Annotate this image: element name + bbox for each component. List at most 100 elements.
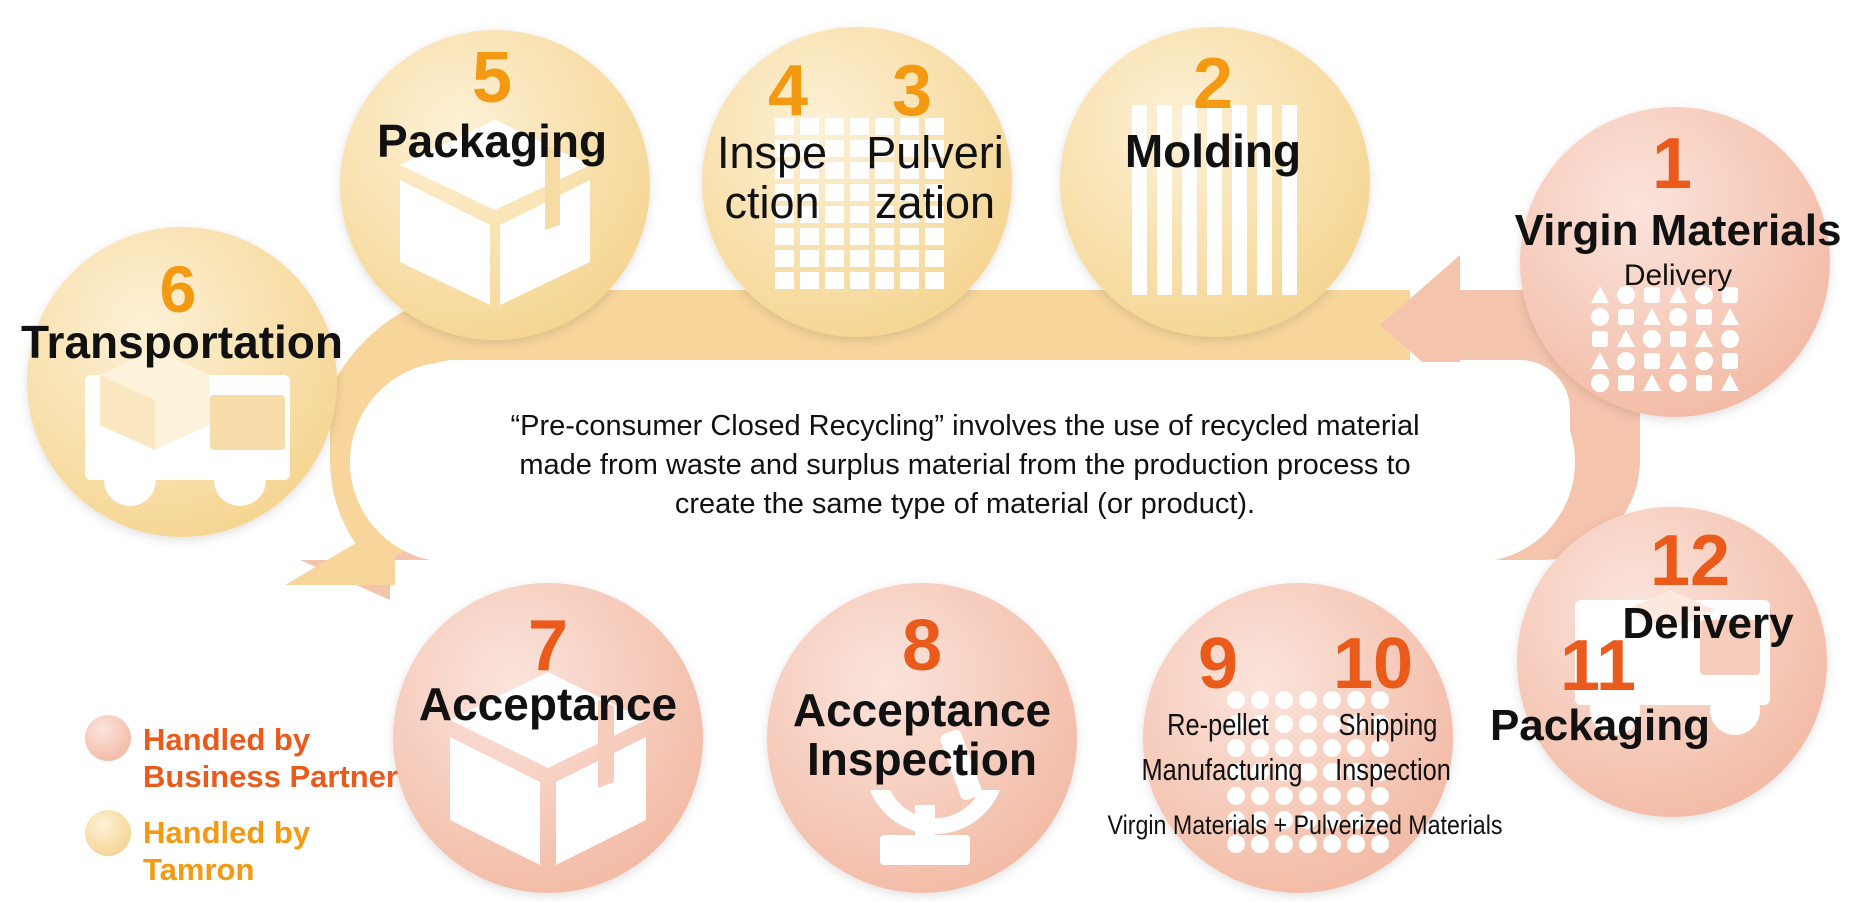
molding-bar <box>1207 105 1222 295</box>
legend-tamron-swatch <box>85 810 131 856</box>
description-panel <box>350 362 1575 562</box>
grid-cell <box>825 228 844 245</box>
pellet-dot <box>1323 739 1341 757</box>
step-11-number: 11 <box>1560 626 1636 706</box>
pellet-circle <box>1695 286 1713 304</box>
grid-cell <box>850 206 869 223</box>
pellet-triangle <box>1591 352 1609 369</box>
pellet-square <box>1670 331 1686 347</box>
grid-cell <box>775 250 794 267</box>
grid-cell <box>900 184 919 201</box>
pellet-dot <box>1347 835 1365 853</box>
description-line-1: “Pre-consumer Closed Recycling” involves… <box>510 410 1419 442</box>
grid-cell <box>850 162 869 179</box>
box-icon-2 <box>450 672 646 865</box>
pellet-triangle <box>1721 374 1739 391</box>
pellet-square <box>1618 375 1634 391</box>
pellet-dot <box>1275 691 1293 709</box>
pellet-triangle <box>1669 352 1687 369</box>
step-9-line-1: Re-pellet <box>1167 708 1269 743</box>
pellet-dot <box>1299 763 1317 781</box>
pellet-dot <box>1251 811 1269 829</box>
pellet-circle <box>1721 330 1739 348</box>
grid-cell <box>825 162 844 179</box>
step-5-title: Packaging <box>377 115 607 167</box>
grid-cell <box>775 184 794 201</box>
pellet-square <box>1644 353 1660 369</box>
pellet-dot <box>1323 763 1341 781</box>
legend-tamron-line-2: Tamron <box>143 852 254 887</box>
pellet-dot <box>1347 715 1365 733</box>
grid-cell <box>925 228 944 245</box>
pellet-square <box>1618 309 1634 325</box>
pellet-dot <box>1251 835 1269 853</box>
step-11-title: Packaging <box>1490 701 1710 750</box>
pellet-dot <box>1347 739 1365 757</box>
step-8-number: 8 <box>902 606 942 686</box>
grid-cell <box>775 206 794 223</box>
step-1-subtitle: Delivery <box>1624 259 1732 292</box>
pellet-dot <box>1371 691 1389 709</box>
grid-cell <box>925 118 944 135</box>
pellet-dot <box>1371 715 1389 733</box>
grid-cell <box>825 272 844 289</box>
pellet-dot <box>1371 787 1389 805</box>
pellet-dot <box>1251 715 1269 733</box>
pellet-square <box>1696 375 1712 391</box>
step-4-3: 4 3 Inspe ction Pulveri zation <box>702 27 1012 337</box>
grid-cell <box>800 228 819 245</box>
step-3-line-1: Pulveri <box>866 127 1004 178</box>
pellet-dot <box>1275 715 1293 733</box>
pellet-square <box>1592 331 1608 347</box>
pellet-dot <box>1227 691 1245 709</box>
grid-cell <box>850 118 869 135</box>
grid-cell <box>875 272 894 289</box>
pellet-dot <box>1227 715 1245 733</box>
grid-cell <box>925 272 944 289</box>
pellet-circle <box>1617 286 1635 304</box>
step-8-line-1: Acceptance <box>793 684 1051 736</box>
pellet-dot <box>1299 739 1317 757</box>
grid-cell <box>850 184 869 201</box>
step-9-number: 9 <box>1198 624 1238 704</box>
molding-bar <box>1132 105 1147 295</box>
grid-cell <box>800 272 819 289</box>
pellet-circle <box>1669 308 1687 326</box>
grid-cell <box>875 206 894 223</box>
molding-bar <box>1232 105 1247 295</box>
grid-cell <box>850 140 869 157</box>
truck-icon <box>85 350 290 506</box>
molding-bars-icon <box>1132 105 1297 295</box>
legend-partner-swatch <box>85 715 131 761</box>
pellet-dot <box>1227 763 1245 781</box>
pellet-dot <box>1275 835 1293 853</box>
legend-tamron-line-1: Handled by <box>143 815 311 850</box>
grid-cell <box>925 250 944 267</box>
pellet-dot <box>1323 715 1341 733</box>
pellet-triangle <box>1643 308 1661 325</box>
pellet-dot <box>1347 691 1365 709</box>
molding-bar <box>1257 105 1272 295</box>
pellet-dot <box>1299 811 1317 829</box>
grid-cell <box>900 250 919 267</box>
pellet-dot <box>1275 763 1293 781</box>
step-9-10: 9 10 Re-pellet Manufacturing Shipping In… <box>1108 583 1502 893</box>
pellet-circle <box>1695 352 1713 370</box>
pellet-triangle <box>1617 330 1635 347</box>
step-4-line-1: Inspe <box>717 127 827 178</box>
pellet-dot <box>1371 739 1389 757</box>
arrowhead-bottom-left <box>285 520 395 585</box>
grid-cell <box>800 140 819 157</box>
step-7: 7 Acceptance <box>393 583 703 893</box>
grid-cell <box>900 162 919 179</box>
pellet-dot <box>1347 787 1365 805</box>
pellet-triangle <box>1695 330 1713 347</box>
legend-partner-line-2: Business Partner <box>143 759 398 794</box>
pellet-dot <box>1275 811 1293 829</box>
step-2-title: Molding <box>1125 125 1301 177</box>
step-10-number: 10 <box>1333 624 1413 704</box>
microscope-icon <box>870 730 1000 865</box>
grid-cell <box>800 162 819 179</box>
step-3-number: 3 <box>892 51 932 131</box>
